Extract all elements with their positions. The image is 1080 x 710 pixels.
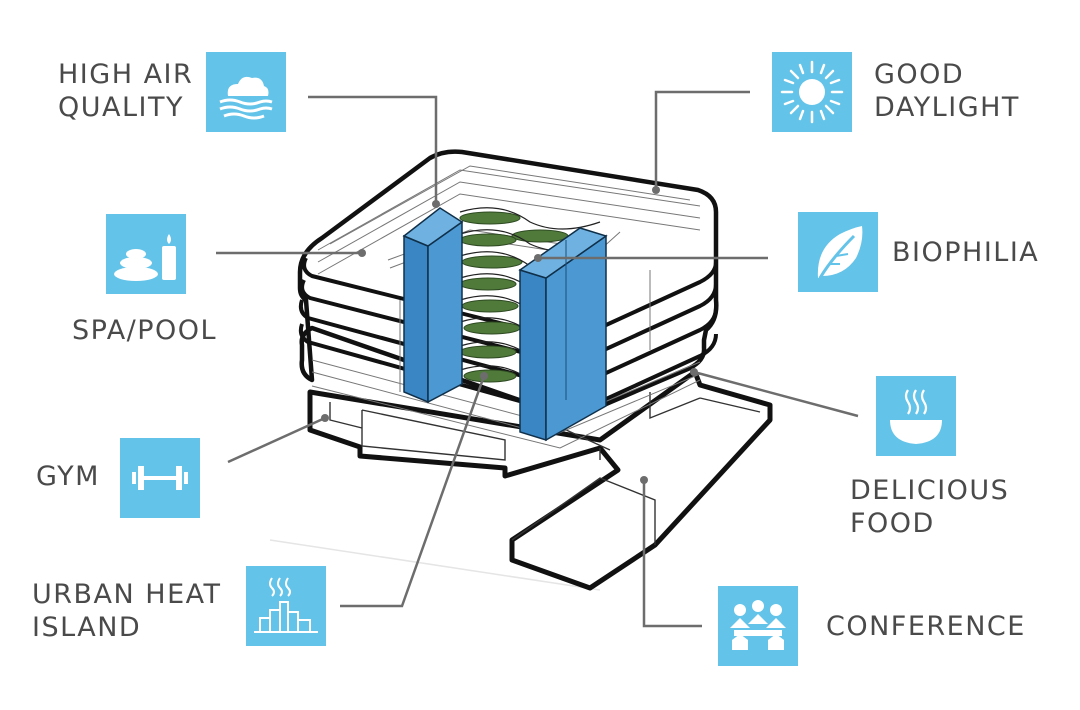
label-urban-heat-island: URBAN HEAT ISLAND [32, 579, 222, 643]
leader-gym [227, 416, 326, 464]
label-gym: GYM [36, 461, 100, 492]
steaming-bowl-icon [890, 389, 942, 444]
sun-icon [780, 60, 844, 124]
icon-tile-daylight [772, 52, 852, 132]
icon-tile-heat [246, 566, 326, 646]
label-spa-pool: SPA/POOL [72, 315, 218, 346]
meeting-table-icon [730, 600, 786, 650]
leaf-icon [817, 226, 863, 279]
label-delicious-food: DELICIOUS FOOD [850, 475, 1010, 539]
green-terraces [459, 211, 569, 383]
leader-conference [642, 480, 702, 628]
leader-heat [340, 375, 486, 608]
icon-tile-air [206, 52, 286, 132]
core-left [402, 207, 464, 404]
leader-lines [216, 90, 859, 628]
icon-tile-food [876, 376, 956, 456]
label-conference: CONFERENCE [826, 611, 1026, 642]
core-right [518, 227, 608, 442]
ground-line [269, 539, 601, 591]
leader-daylight [654, 90, 750, 190]
icon-tile-spa [106, 214, 186, 294]
leader-air [308, 95, 438, 204]
icon-tile-biophilia [798, 212, 878, 292]
leader-food [693, 370, 859, 418]
spa-stones-candle-icon [114, 234, 176, 281]
label-good-daylight: GOOD DAYLIGHT [874, 59, 1020, 123]
leader-dots [321, 186, 698, 484]
dumbbell-icon [132, 466, 188, 490]
icon-tile-conference [718, 586, 798, 666]
cloud-wind-icon [219, 76, 273, 120]
city-heat-icon [254, 577, 318, 633]
label-biophilia: BIOPHILIA [892, 237, 1040, 268]
label-high-air-quality: HIGH AIR QUALITY [58, 59, 194, 123]
podium-inner-lines [329, 392, 761, 545]
icon-tile-gym [120, 438, 200, 518]
